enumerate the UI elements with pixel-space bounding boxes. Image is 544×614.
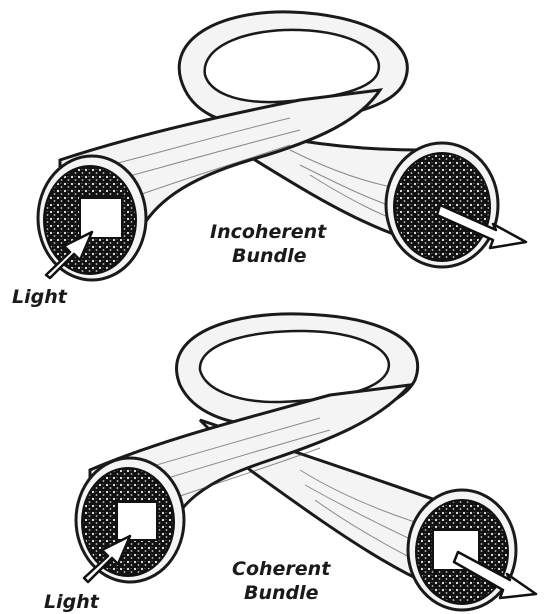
incoherent-label-line1: Incoherent <box>210 221 327 243</box>
coherent-label-line1: Coherent <box>232 558 331 580</box>
coherent-label-line2: Bundle <box>244 582 319 604</box>
coherent-input-label: Light <box>44 591 100 613</box>
incoherent-input-spot <box>80 198 122 238</box>
incoherent-label-line2: Bundle <box>232 245 307 267</box>
coherent-input-spot <box>117 502 157 540</box>
incoherent-input-label: Light <box>12 286 68 308</box>
